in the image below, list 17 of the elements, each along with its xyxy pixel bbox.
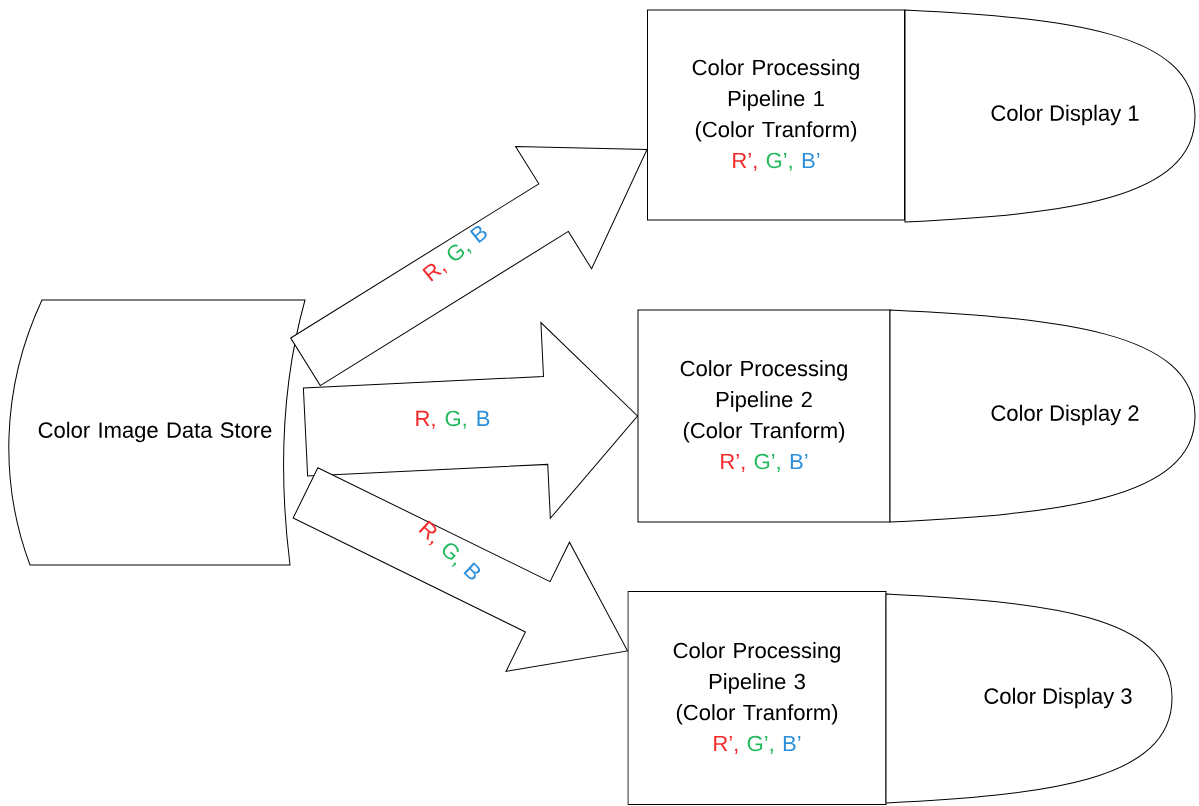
- block-arrow: [292, 467, 628, 672]
- arrow-label: G,: [445, 410, 466, 429]
- arrow-label: R,: [418, 520, 437, 546]
- arrow-label: R,: [416, 410, 435, 429]
- arrow-label: R,: [422, 263, 448, 282]
- process-box: Color Processing Pipeline 2 (Color Tranform) R’, G’, B’: [637, 309, 891, 523]
- block-arrow: [302, 322, 638, 519]
- arrow-label: B: [463, 562, 481, 580]
- arrow-label: B: [469, 226, 487, 244]
- node-label: Color Display 2: [991, 404, 1139, 426]
- node-label: Color Display 3: [984, 687, 1132, 709]
- arrow-label: B: [477, 410, 490, 426]
- arrow-label: G,: [447, 244, 472, 261]
- block-arrow: [290, 146, 648, 387]
- process-box: Color Processing Pipeline 1 (Color Tranform) R’, G’, B’: [647, 9, 905, 221]
- arrow-label: G,: [442, 543, 459, 567]
- process-box: Color Processing Pipeline 3 (Color Tranform) R’, G’, B’: [627, 591, 887, 805]
